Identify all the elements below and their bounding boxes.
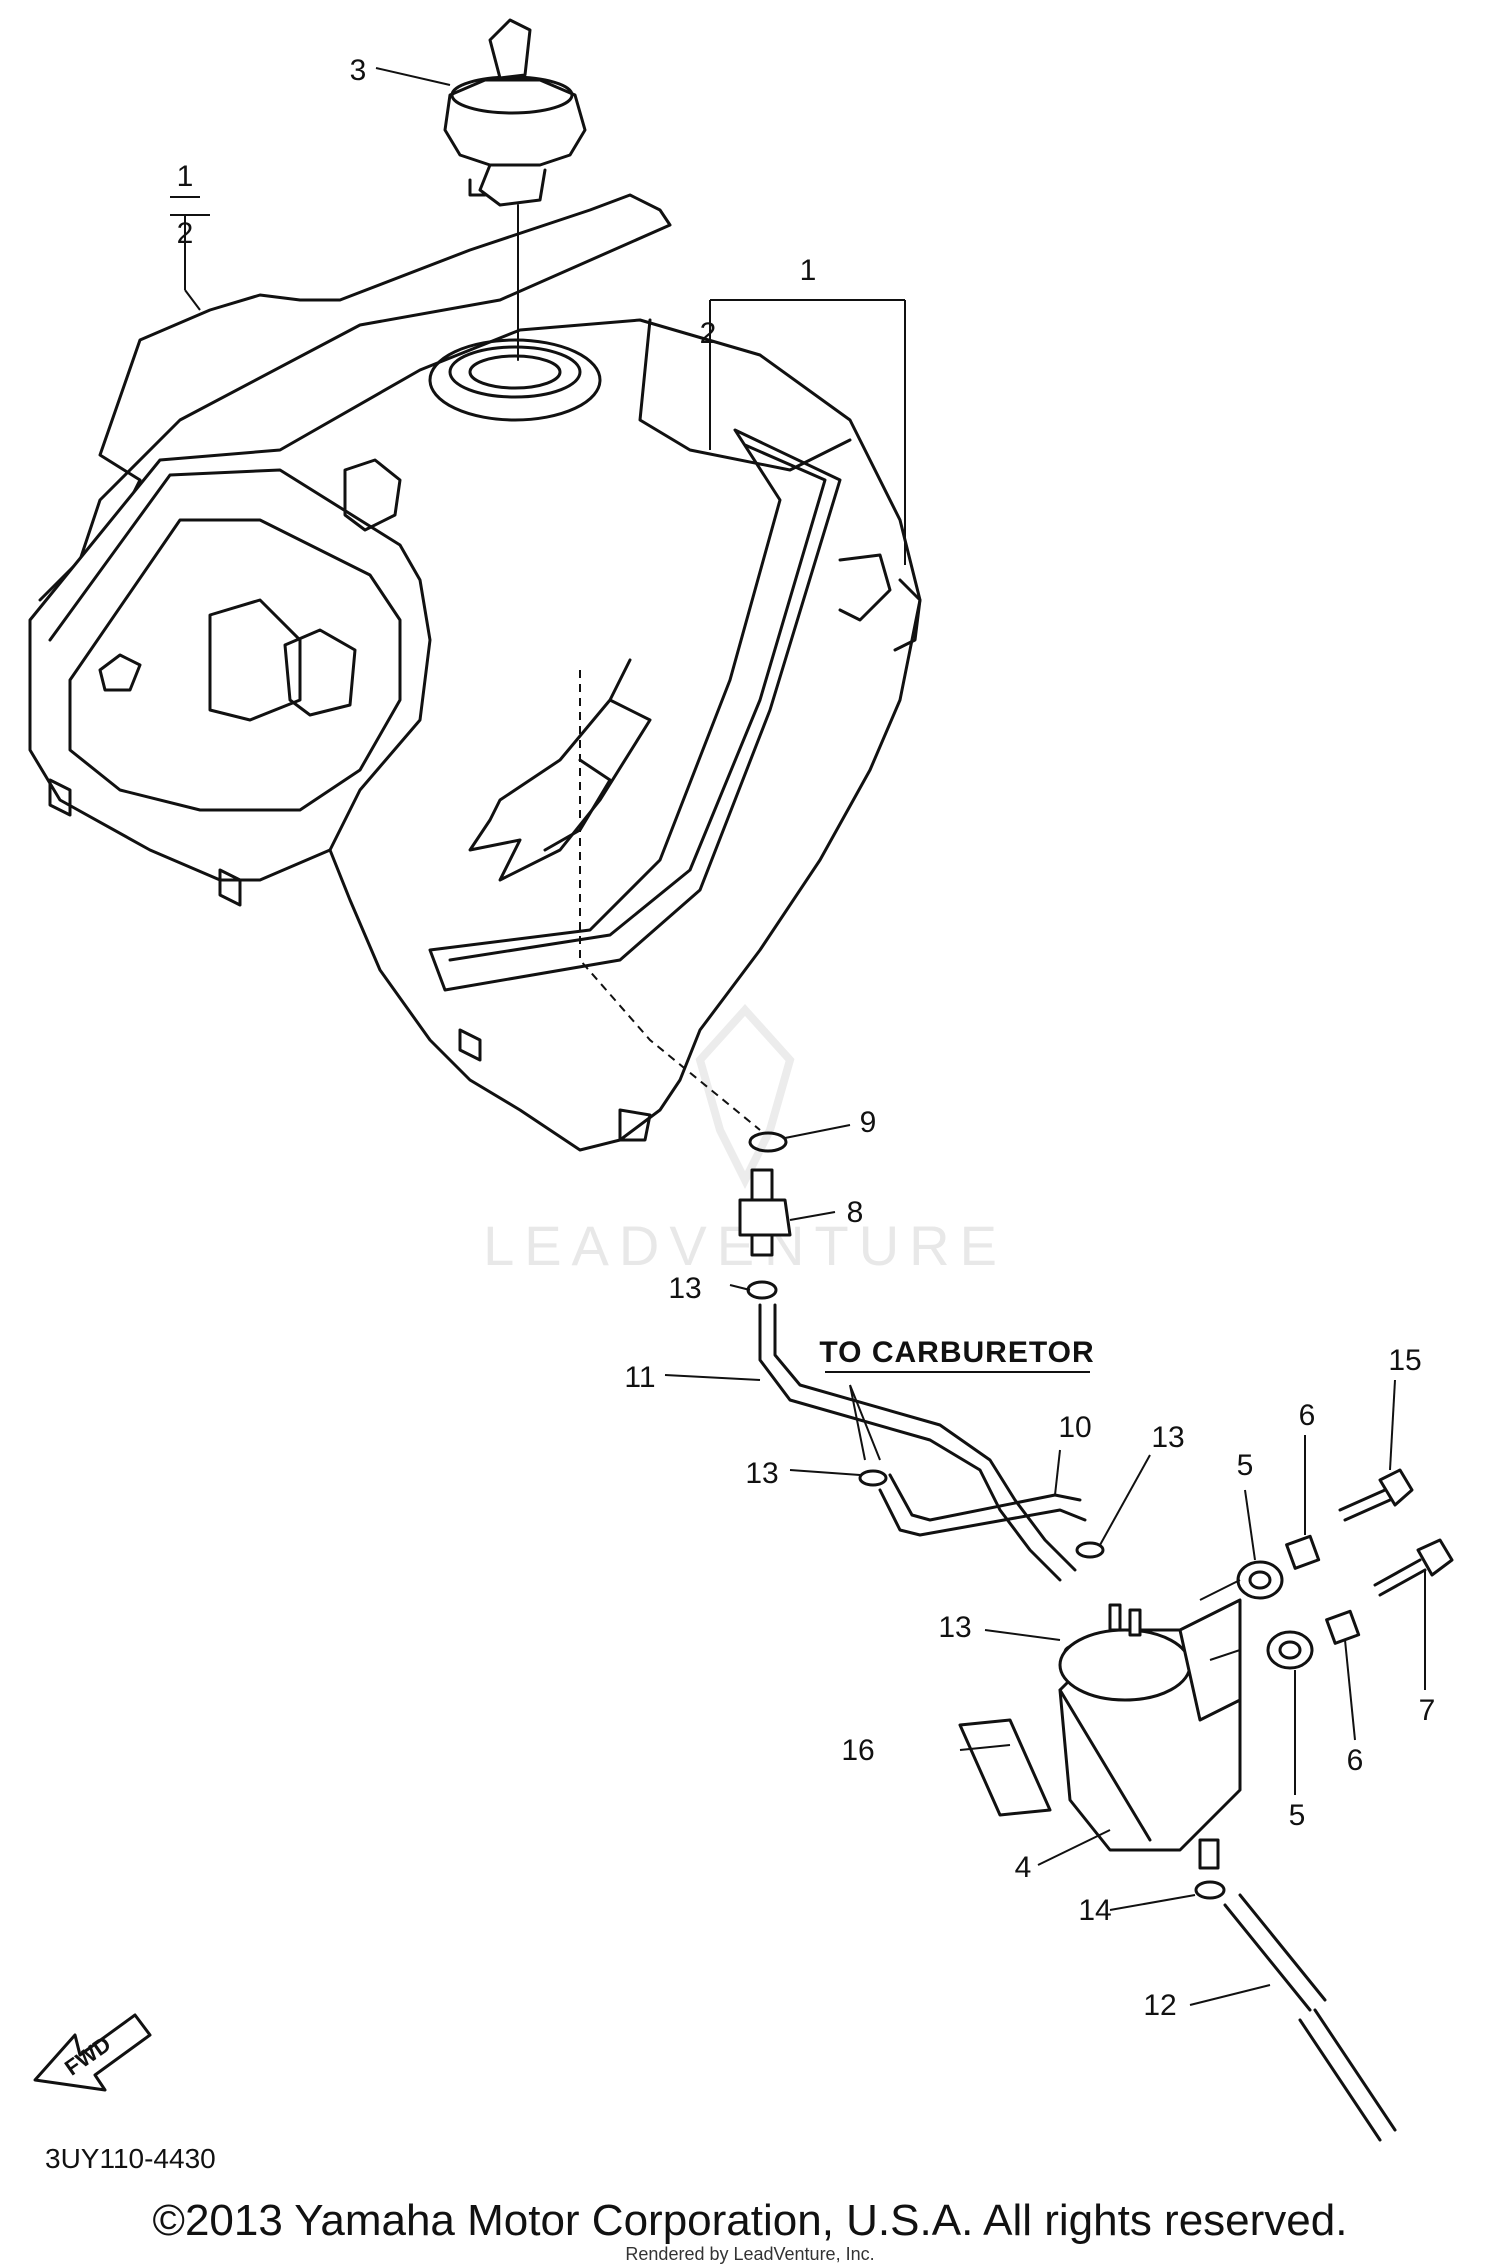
leader-lines xyxy=(170,67,1426,2006)
callout-1-tank: 1 xyxy=(800,254,817,287)
callout-13-left: 13 xyxy=(745,1457,778,1490)
callout-15: 15 xyxy=(1388,1344,1421,1377)
callout-1-fraction-top: 1 xyxy=(177,160,194,193)
collar-lower xyxy=(1325,1609,1361,1645)
copyright-notice: ©2013 Yamaha Motor Corporation, U.S.A. A… xyxy=(153,2196,1348,2245)
callout-7: 7 xyxy=(1419,1694,1436,1727)
fuel-hose-long-edge xyxy=(773,1303,1077,1572)
callout-16: 16 xyxy=(841,1734,874,1767)
callout-5-lower: 5 xyxy=(1289,1799,1306,1832)
diagram-code: 3UY110-4430 xyxy=(45,2143,216,2174)
rendered-credit: Rendered by LeadVenture, Inc. xyxy=(625,2244,874,2264)
tank-drain-dashline xyxy=(579,670,761,1131)
bolt-15 xyxy=(1338,1468,1414,1522)
callout-labels: 1 2 1 2 3 9 8 13 11 TO CARBURETOR 10 13 … xyxy=(170,54,1435,2022)
callout-6-lower: 6 xyxy=(1347,1744,1364,1777)
callout-13-top: 13 xyxy=(668,1272,701,1305)
to-carburetor-label: TO CARBURETOR xyxy=(819,1336,1094,1369)
filter-pad xyxy=(958,1718,1052,1817)
decal-sheet xyxy=(38,193,672,602)
callout-11: 11 xyxy=(624,1361,655,1394)
bolt-7 xyxy=(1373,1538,1454,1597)
callout-9: 9 xyxy=(860,1106,877,1139)
grommet-upper xyxy=(1236,1560,1284,1600)
fuel-hose-short xyxy=(878,1488,1087,1537)
callout-12: 12 xyxy=(1143,1989,1176,2022)
fuel-cock xyxy=(738,1168,792,1257)
callout-2-fraction-bottom: 2 xyxy=(177,217,194,250)
callout-10: 10 xyxy=(1058,1411,1091,1444)
callout-3: 3 xyxy=(350,54,367,87)
fuel-tank xyxy=(28,318,922,1152)
callout-5-upper: 5 xyxy=(1237,1449,1254,1482)
callout-13-lower: 13 xyxy=(938,1611,971,1644)
forward-arrow-icon: FWD xyxy=(33,2013,152,2092)
fuel-hose-long xyxy=(758,1303,1062,1582)
o-ring xyxy=(748,1131,788,1153)
fuel-hose-12 xyxy=(1223,1893,1397,2142)
callout-13-right: 13 xyxy=(1151,1421,1184,1454)
callout-14: 14 xyxy=(1078,1894,1111,1927)
hose-clip-14 xyxy=(1194,1880,1226,1900)
callout-8: 8 xyxy=(847,1196,864,1229)
fuel-hose-short-edge xyxy=(888,1473,1082,1522)
collar-upper xyxy=(1285,1534,1321,1570)
fuel-pump xyxy=(1058,1598,1242,1870)
fuel-cap xyxy=(443,18,587,207)
hose-clip-top xyxy=(746,1280,778,1300)
hose-clip-right xyxy=(1075,1541,1105,1559)
grommet-lower xyxy=(1266,1630,1314,1670)
callout-2-tank: 2 xyxy=(700,317,717,350)
callout-6-upper: 6 xyxy=(1299,1399,1316,1432)
hose-clip-left xyxy=(858,1469,888,1487)
callout-4: 4 xyxy=(1015,1851,1032,1884)
